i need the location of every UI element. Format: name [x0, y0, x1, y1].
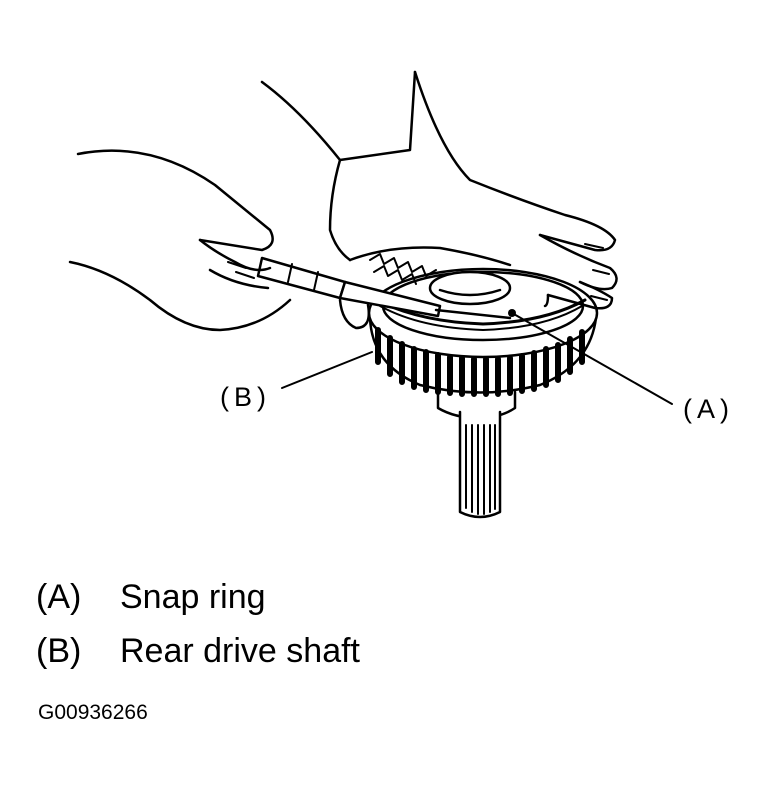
illustration: [68, 70, 673, 519]
legend-item: (A) Snap ring: [36, 580, 360, 634]
figure-id: G00936266: [38, 701, 148, 724]
legend: (A) Snap ring (B) Rear drive shaft: [36, 580, 360, 688]
left-hand: [68, 149, 370, 332]
snap-ring: [374, 298, 587, 331]
leader-line-a: [511, 312, 673, 405]
snap-ring-removal-drawing: [68, 70, 673, 519]
legend-label: Rear drive shaft: [120, 632, 360, 670]
legend-label: Snap ring: [120, 578, 266, 616]
legend-key: (A): [36, 578, 82, 616]
legend-key: (B): [36, 632, 82, 670]
callout-b: (B): [220, 382, 271, 412]
rear-drive-shaft: [436, 388, 517, 519]
right-hand: [260, 70, 618, 310]
clutch-drum: [367, 253, 599, 397]
leader-line-b: [281, 351, 373, 389]
legend-item: (B) Rear drive shaft: [36, 634, 360, 688]
callout-a: (A): [683, 394, 734, 424]
screwdriver: [256, 256, 512, 320]
leader-dot-a: [508, 309, 516, 317]
